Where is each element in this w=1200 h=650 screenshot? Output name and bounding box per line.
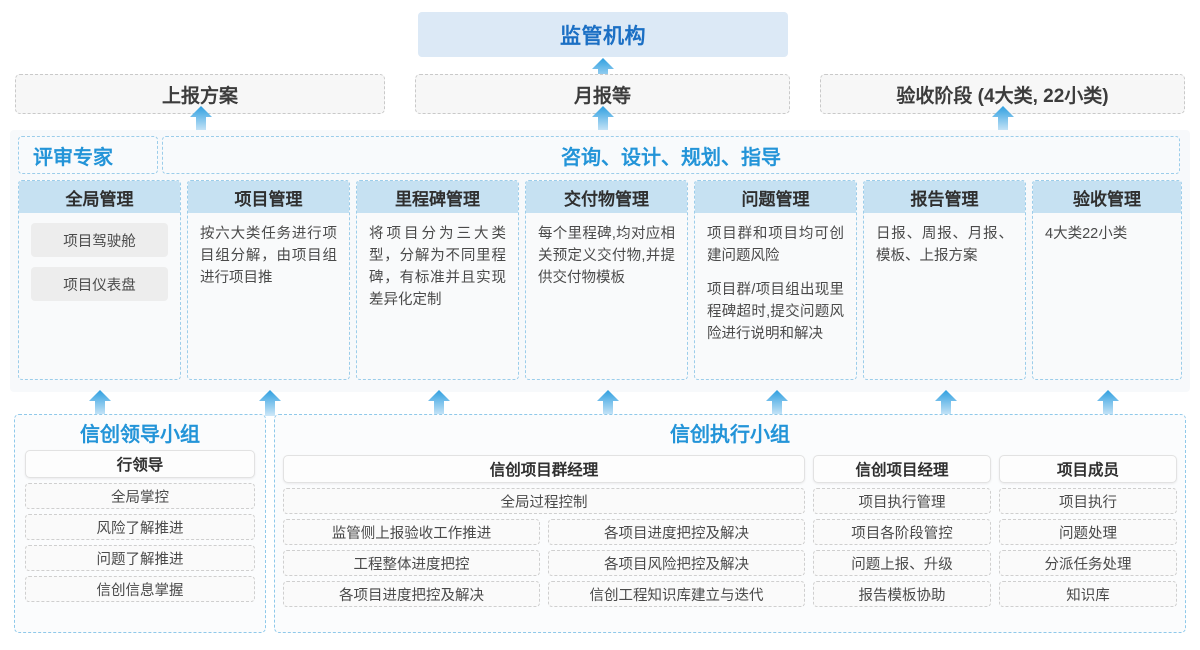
list-item[interactable]: 报告模板协助 (813, 581, 991, 607)
list-item[interactable]: 分派任务处理 (999, 550, 1177, 576)
column-header: 交付物管理 (526, 181, 687, 213)
arrow-up-icon (190, 106, 212, 132)
list-item[interactable]: 全局过程控制 (283, 488, 805, 514)
arrow-up-icon (597, 390, 619, 416)
column-body: 日报、周报、月报、模板、上报方案 (864, 213, 1025, 267)
program-manager-block: 信创项目群经理 全局过程控制 监管侧上报验收工作推进 工程整体进度把控 各项目进… (283, 455, 805, 607)
capability-column[interactable]: 项目管理 按六大类任务进行项目组分解，由项目组进行项目推 (187, 180, 350, 380)
arrow-up-icon (428, 390, 450, 416)
capability-column[interactable]: 报告管理 日报、周报、月报、模板、上报方案 (863, 180, 1026, 380)
capability-panel: 评审专家 咨询、设计、规划、指导 全局管理 项目驾驶舱 项目仪表盘 项目管理 按… (10, 130, 1190, 392)
column-header: 问题管理 (695, 181, 856, 213)
review-experts-label: 评审专家 (33, 146, 113, 169)
column-paragraph: 项目群/项目组出现里程碑超时,提交问题风险进行说明和解决 (707, 282, 844, 342)
list-item[interactable]: 各项目风险把控及解决 (548, 550, 805, 576)
leading-group-header[interactable]: 行领导 (25, 450, 255, 478)
column-header: 项目管理 (188, 181, 349, 213)
capability-column[interactable]: 问题管理 项目群和项目均可创建问题风险 项目群/项目组出现里程碑超时,提交问题风… (694, 180, 857, 380)
program-manager-header[interactable]: 信创项目群经理 (283, 455, 805, 483)
list-item[interactable]: 信创工程知识库建立与迭代 (548, 581, 805, 607)
arrow-up-icon (89, 390, 111, 416)
consulting-band: 咨询、设计、规划、指导 (162, 136, 1180, 174)
column-body: 项目群和项目均可创建问题风险 项目群/项目组出现里程碑超时,提交问题风险进行说明… (695, 213, 856, 345)
list-item[interactable]: 问题了解推进 (25, 545, 255, 571)
project-manager-header[interactable]: 信创项目经理 (813, 455, 991, 483)
arrow-up-icon (259, 390, 281, 416)
column-pill: 项目驾驶舱 (31, 223, 168, 257)
list-item[interactable]: 项目执行 (999, 488, 1177, 514)
regulator-box: 监管机构 (418, 12, 788, 57)
project-manager-block: 信创项目经理 项目执行管理 项目各阶段管控 问题上报、升级 报告模板协助 (813, 455, 991, 607)
list-item[interactable]: 各项目进度把控及解决 (548, 519, 805, 545)
column-paragraph: 按六大类任务进行项目组分解，由项目组进行项目推 (200, 226, 337, 286)
column-paragraph: 将项目分为三大类型，分解为不同里程碑，有标准并且实现差异化定制 (369, 226, 506, 308)
capability-column[interactable]: 验收管理 4大类22小类 (1032, 180, 1182, 380)
arrow-up-icon (935, 390, 957, 416)
column-header: 报告管理 (864, 181, 1025, 213)
list-item[interactable]: 全局掌控 (25, 483, 255, 509)
capability-column[interactable]: 全局管理 项目驾驶舱 项目仪表盘 (18, 180, 181, 380)
capability-column[interactable]: 交付物管理 每个里程碑,均对应相关预定义交付物,并提供交付物模板 (525, 180, 688, 380)
list-item[interactable]: 项目执行管理 (813, 488, 991, 514)
column-body: 4大类22小类 (1033, 213, 1181, 245)
submission-box-plan: 上报方案 (15, 74, 385, 114)
column-pill: 项目仪表盘 (31, 267, 168, 301)
column-body: 按六大类任务进行项目组分解，由项目组进行项目推 (188, 213, 349, 289)
column-header: 里程碑管理 (357, 181, 518, 213)
review-experts-band: 评审专家 (18, 136, 158, 174)
list-item[interactable]: 问题上报、升级 (813, 550, 991, 576)
column-body: 将项目分为三大类型，分解为不同里程碑，有标准并且实现差异化定制 (357, 213, 518, 311)
submission-label: 上报方案 (161, 85, 238, 107)
column-header: 验收管理 (1033, 181, 1181, 213)
list-item[interactable]: 工程整体进度把控 (283, 550, 540, 576)
list-item[interactable]: 风险了解推进 (25, 514, 255, 540)
column-paragraph: 每个里程碑,均对应相关预定义交付物,并提供交付物模板 (538, 226, 675, 286)
list-item[interactable]: 知识库 (999, 581, 1177, 607)
execution-group-title: 信创执行小组 (670, 424, 790, 446)
list-item[interactable]: 信创信息掌握 (25, 576, 255, 602)
column-body: 每个里程碑,均对应相关预定义交付物,并提供交付物模板 (526, 213, 687, 289)
consulting-label: 咨询、设计、规划、指导 (561, 146, 781, 169)
column-header: 全局管理 (19, 181, 180, 213)
submission-label: 月报等 (573, 85, 631, 107)
arrow-up-icon (1097, 390, 1119, 416)
arrow-up-icon (992, 106, 1014, 132)
submission-label: 验收阶段 (4大类, 22小类) (896, 85, 1109, 107)
list-item[interactable]: 问题处理 (999, 519, 1177, 545)
column-paragraph: 项目群和项目均可创建问题风险 (707, 226, 844, 264)
execution-group-panel: 信创执行小组 信创项目群经理 全局过程控制 监管侧上报验收工作推进 工程整体进度… (274, 414, 1186, 633)
project-member-header[interactable]: 项目成员 (999, 455, 1177, 483)
list-item[interactable]: 监管侧上报验收工作推进 (283, 519, 540, 545)
arrow-up-icon (592, 58, 614, 84)
leading-group-panel: 信创领导小组 行领导 全局掌控 风险了解推进 问题了解推进 信创信息掌握 (14, 414, 266, 633)
column-paragraph: 4大类22小类 (1045, 226, 1128, 242)
capability-column[interactable]: 里程碑管理 将项目分为三大类型，分解为不同里程碑，有标准并且实现差异化定制 (356, 180, 519, 380)
project-member-block: 项目成员 项目执行 问题处理 分派任务处理 知识库 (999, 455, 1177, 607)
list-item[interactable]: 项目各阶段管控 (813, 519, 991, 545)
arrow-up-icon (766, 390, 788, 416)
leading-group-title: 信创领导小组 (80, 424, 200, 446)
column-body: 项目驾驶舱 项目仪表盘 (19, 213, 180, 301)
regulator-label: 监管机构 (560, 24, 646, 48)
arrow-up-icon (592, 106, 614, 132)
list-item[interactable]: 各项目进度把控及解决 (283, 581, 540, 607)
column-paragraph: 日报、周报、月报、模板、上报方案 (876, 226, 1013, 264)
